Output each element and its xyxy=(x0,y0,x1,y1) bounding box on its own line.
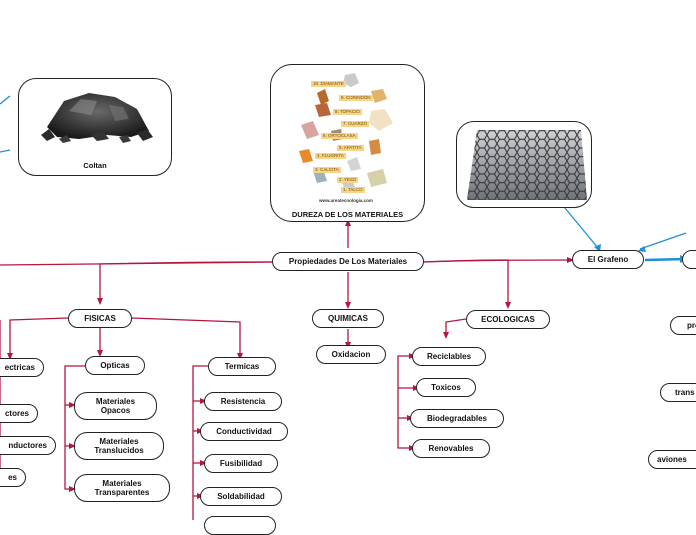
node-translucidos-label: Materiales Translucidos xyxy=(94,436,144,455)
grafeno-image-box xyxy=(456,121,592,208)
link-coltan-2 xyxy=(0,149,11,153)
link-ecologicas-stem xyxy=(397,355,412,449)
link-central-ecologicas xyxy=(423,259,509,305)
node-termicas-extra[interactable] xyxy=(204,516,276,535)
link-central-grafeno xyxy=(423,259,573,263)
node-opacos-label: Materiales Opacos xyxy=(95,396,136,415)
branch-grafeno[interactable]: El Grafeno xyxy=(572,250,644,269)
right-node-1[interactable]: pro xyxy=(670,316,696,335)
node-opticas[interactable]: Opticas xyxy=(85,356,145,375)
link-central-fisicas xyxy=(99,261,273,300)
node-soldabilidad[interactable]: Soldabilidad xyxy=(200,487,282,506)
node-transparentes[interactable]: Materiales Transparentes xyxy=(74,474,170,502)
grafeno-next-node[interactable] xyxy=(682,250,696,269)
node-termicas[interactable]: Termicas xyxy=(208,357,276,376)
branch-quimicas[interactable]: QUIMICAS xyxy=(312,309,384,328)
branch-fisicas[interactable]: FISICAS xyxy=(68,309,132,328)
link-ecologicas-stem-top xyxy=(445,318,467,335)
mohs-label-2: 9. CORINDÓN xyxy=(339,95,373,101)
node-semiconductores[interactable]: nductores xyxy=(0,436,56,455)
node-renovables[interactable]: Renovables xyxy=(412,439,490,458)
link-grafeno-next xyxy=(644,257,687,262)
node-reciclables[interactable]: Reciclables xyxy=(412,347,486,366)
node-resistencia[interactable]: Resistencia xyxy=(204,392,282,411)
mohs-label-10: 1. TALCO xyxy=(341,187,365,193)
graphene-lattice-image xyxy=(467,130,587,200)
right-node-2[interactable]: trans xyxy=(660,383,696,402)
link-opticas-stem xyxy=(64,365,85,490)
node-biodegradables[interactable]: Biodegradables xyxy=(410,409,504,428)
right-node-3[interactable]: aviones xyxy=(648,450,696,469)
mohs-label-9: 2. YESO xyxy=(337,177,359,183)
coltan-image-box: Coltan xyxy=(18,78,172,176)
node-conductores[interactable]: ctores xyxy=(0,404,38,423)
central-node[interactable]: Propiedades De Los Materiales xyxy=(272,252,424,271)
node-translucidos[interactable]: Materiales Translucidos xyxy=(74,432,164,460)
node-oxidacion[interactable]: Oxidacion xyxy=(316,345,386,364)
link-termicas-stem xyxy=(192,365,208,520)
dureza-url: www.areatecnologia.com xyxy=(319,198,373,203)
dureza-caption: DUREZA DE LOS MATERIALES xyxy=(291,210,404,219)
link-fisicas-electricas xyxy=(9,317,69,356)
mohs-label-1: 10. DIAMANTE xyxy=(311,81,346,87)
link-grafeno-right xyxy=(639,232,687,250)
node-toxicos[interactable]: Toxicos xyxy=(416,378,476,397)
node-transparentes-label: Materiales Transparentes xyxy=(94,478,150,497)
connector-lines xyxy=(0,95,688,520)
node-fusibilidad[interactable]: Fusibilidad xyxy=(204,454,278,473)
mohs-label-7: 4. FLUORITA xyxy=(315,153,346,159)
link-coltan-1 xyxy=(0,95,11,105)
mohs-label-8: 3. CALCITA xyxy=(313,167,341,173)
mohs-label-4: 7. CUARZO xyxy=(341,121,370,127)
link-grafeno-image xyxy=(564,207,599,249)
node-electricas[interactable]: ectricas xyxy=(0,358,44,377)
node-conductividad[interactable]: Conductividad xyxy=(200,422,288,441)
dureza-image-box: 10. DIAMANTE 9. CORINDÓN 8. TOPACIO 7. C… xyxy=(270,64,425,222)
node-aislantes[interactable]: es xyxy=(0,468,26,487)
branch-ecologicas[interactable]: ECOLOGICAS xyxy=(466,310,550,329)
mohs-label-6: 5. APATITA xyxy=(337,145,364,151)
mohs-label-5: 6. ORTOCLASA xyxy=(321,133,358,139)
coltan-caption: Coltan xyxy=(83,161,107,170)
coltan-rock-image xyxy=(41,93,153,143)
link-fisicas-termicas xyxy=(131,317,241,356)
mohs-label-3: 8. TOPACIO xyxy=(333,109,362,115)
node-opacos[interactable]: Materiales Opacos xyxy=(74,392,157,420)
